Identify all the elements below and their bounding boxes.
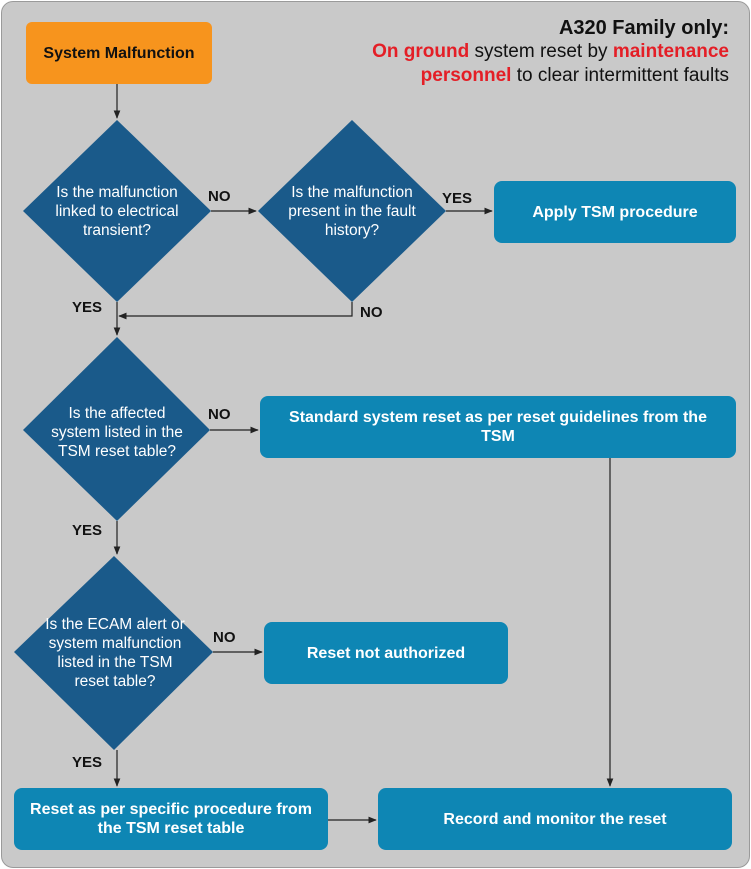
question-ecam-alert: Is the ECAM alert or system malfunction … (45, 616, 185, 690)
title-on-ground: On ground (372, 41, 470, 62)
title-maintenance-personnel: maintenance personnel (420, 41, 729, 86)
start-node: System Malfunction (26, 22, 212, 84)
question-system-listed: Is the affected system listed in the TSM… (51, 404, 183, 460)
label-q4-no: NO (213, 629, 236, 646)
decision-diamond-q2 (258, 120, 446, 302)
decision-diamond-q3 (23, 337, 210, 521)
decision-diamond-q4 (14, 556, 213, 750)
question-electrical-transient: Is the malfunction linked to electrical … (55, 183, 179, 239)
standard-reset-box: Standard system reset as per reset guide… (260, 396, 736, 458)
diagram-title: A320 Family only: On ground system reset… (309, 16, 729, 88)
label-q1-no: NO (208, 188, 231, 205)
title-line1: A320 Family only: (558, 17, 729, 39)
label-q3-yes: YES (72, 522, 103, 539)
apply-tsm-procedure-box: Apply TSM procedure (494, 181, 736, 243)
decision-diamond-q1 (23, 120, 211, 302)
specific-reset-box: Reset as per specific procedure from the… (14, 788, 328, 850)
label-q2-yes: YES (442, 190, 473, 207)
record-monitor-box: Record and monitor the reset (378, 788, 732, 850)
question-fault-history: Is the malfunction present in the fault … (288, 183, 416, 239)
connector-q2-no (118, 302, 353, 320)
label-q1-yes: YES (72, 299, 103, 316)
label-q2-no: NO (360, 304, 383, 321)
title-text2: to clear intermittent faults (511, 65, 729, 86)
label-q3-no: NO (208, 406, 231, 423)
reset-not-authorized-box: Reset not authorized (264, 622, 508, 684)
title-line2: On ground system reset by maintenance pe… (309, 40, 729, 88)
label-q4-yes: YES (72, 754, 103, 771)
title-text1: system reset by (469, 41, 613, 62)
